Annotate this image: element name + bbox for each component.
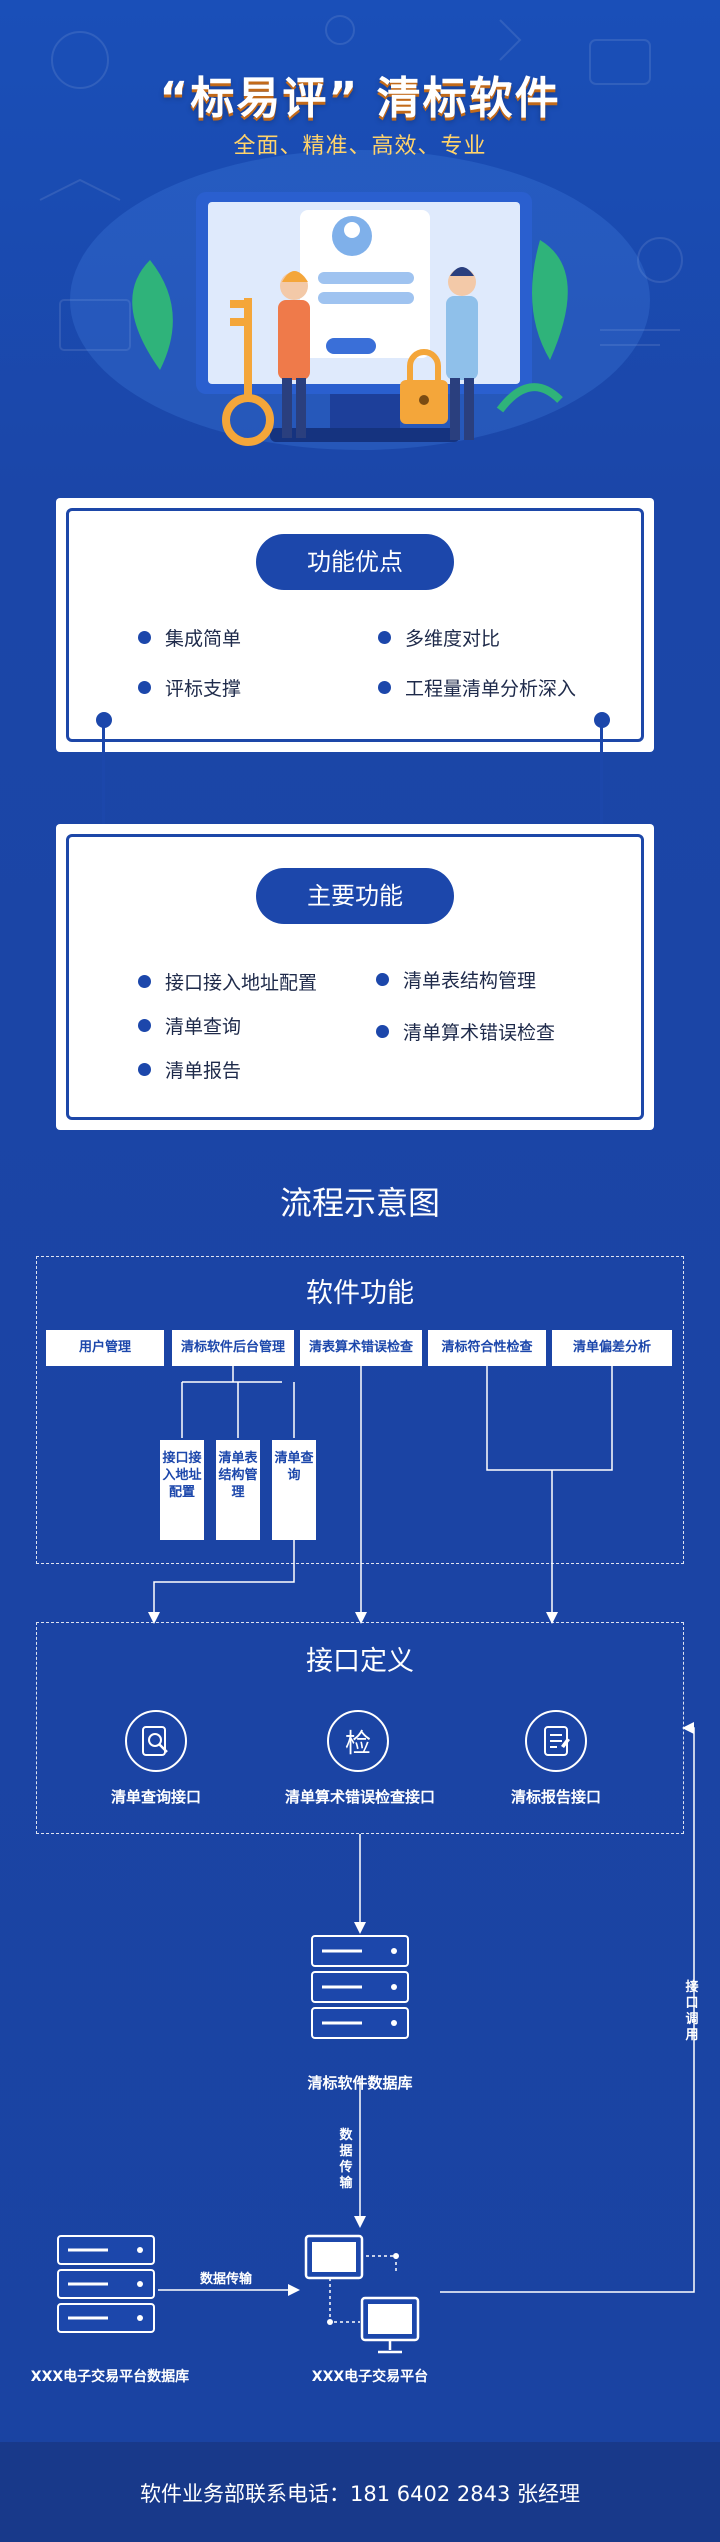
transfer-vertical-label: 数据传输 [339, 2128, 353, 2191]
flow-title: 流程示意图 [279, 1184, 440, 1222]
interface-call-label: 接口调用 [685, 1980, 699, 2043]
bullet-dot-icon [138, 681, 151, 694]
interface-label: 清标报告接口 [510, 1788, 601, 1806]
platform-database-icon [57, 2235, 155, 2333]
main-functions-card: 主要功能 接口接入地址配置 清单表结构管理 清单查询 清单算术错误检查 清单报告 [56, 824, 654, 1130]
bullet-dot-icon [376, 973, 389, 986]
database-server-icon [311, 1935, 409, 2039]
function-item: 清单算术错误检查 [376, 1018, 555, 1045]
hero-title: “标易评” 清标软件 [159, 73, 561, 124]
advantages-card: 功能优点 集成简单 多维度对比 评标支撑 工程量清单分析深入 [56, 498, 654, 752]
transfer-horizontal-label: 数据传输 [200, 2272, 253, 2287]
platform-monitor-icon [304, 2234, 420, 2354]
advantages-card-border [66, 508, 644, 742]
module-box: 清表算术错误检查 [300, 1330, 422, 1366]
search-document-icon [125, 1710, 187, 1772]
sub-module-box: 清单查询 [272, 1440, 316, 1540]
report-icon [525, 1710, 587, 1772]
connector-line [600, 720, 603, 850]
bullet-dot-icon [138, 975, 151, 988]
bullet-dot-icon [376, 1025, 389, 1038]
advantage-item: 集成简单 [138, 624, 241, 651]
bullet-dot-icon [138, 1019, 151, 1032]
function-item: 清单报告 [138, 1056, 241, 1083]
advantage-item: 工程量清单分析深入 [378, 674, 576, 701]
platform-db-label: XXX电子交易平台数据库 [30, 2369, 190, 2385]
function-item: 清单查询 [138, 1012, 241, 1039]
interface-definition-heading: 接口定义 [306, 1646, 414, 1677]
hero-banner: “标易评” 清标软件 全面、精准、高效、专业 [0, 0, 720, 500]
hero-illustration [39, 15, 683, 450]
bullet-dot-icon [138, 1063, 151, 1076]
main-functions-heading: 主要功能 [256, 868, 454, 924]
hero-subtitle: 全面、精准、高效、专业 [233, 134, 487, 159]
module-box: 清标软件后台管理 [172, 1330, 294, 1366]
function-item: 接口接入地址配置 [138, 968, 317, 995]
footer-contact: 软件业务部联系电话：181 6402 2843 张经理 [140, 2482, 580, 2506]
module-box: 清单偏差分析 [552, 1330, 672, 1366]
sub-module-box: 接口接入地址配置 [160, 1440, 204, 1540]
interface-label: 清单查询接口 [110, 1788, 201, 1806]
module-box: 用户管理 [46, 1330, 164, 1366]
sub-module-box: 清单表结构管理 [216, 1440, 260, 1540]
function-item: 清单表结构管理 [376, 966, 536, 993]
interface-label: 清单算术错误检查接口 [284, 1788, 435, 1806]
footer-bar: 软件业务部联系电话：181 6402 2843 张经理 [0, 2442, 720, 2542]
platform-label: XXX电子交易平台 [311, 2369, 429, 2385]
database-label: 清标软件数据库 [307, 2074, 413, 2092]
check-icon: 检 [327, 1710, 389, 1772]
bullet-dot-icon [138, 631, 151, 644]
advantage-item: 多维度对比 [378, 624, 500, 651]
bullet-dot-icon [378, 681, 391, 694]
advantages-heading: 功能优点 [256, 534, 454, 590]
software-functions-heading: 软件功能 [306, 1278, 414, 1309]
advantage-item: 评标支撑 [138, 674, 241, 701]
module-box: 清标符合性检查 [428, 1330, 546, 1366]
main-functions-card-border [66, 834, 644, 1120]
connector-line [102, 720, 105, 850]
software-functions-box: 软件功能 [36, 1256, 684, 1564]
bullet-dot-icon [378, 631, 391, 644]
